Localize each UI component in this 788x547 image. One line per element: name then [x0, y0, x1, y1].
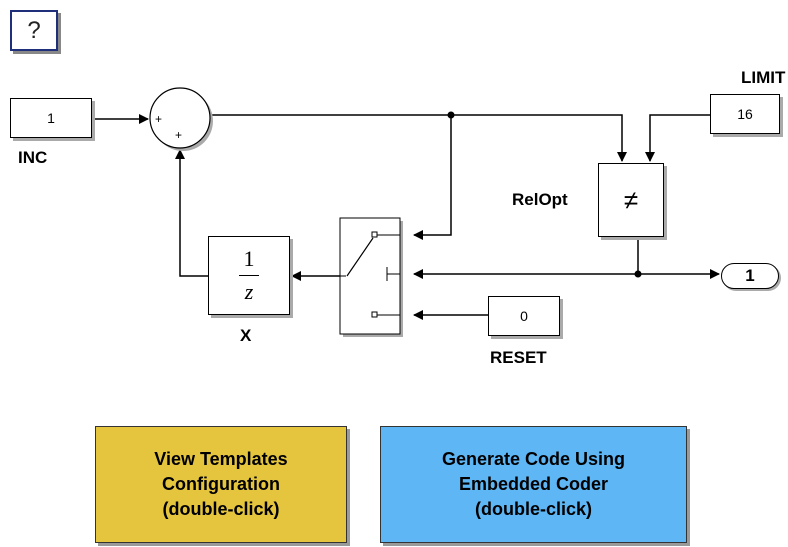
help-button[interactable]: ?	[10, 10, 58, 51]
view-templates-line3: (double-click)	[162, 499, 280, 519]
delay-denominator: z	[244, 279, 254, 304]
fraction-bar	[239, 275, 259, 276]
reset-label: RESET	[490, 348, 547, 367]
line-relop-to-outport	[637, 237, 720, 279]
branch-point-top	[447, 111, 455, 119]
delay-numerator: 1	[243, 246, 255, 271]
relop-label: RelOpt	[512, 190, 568, 209]
limit-label: LIMIT	[741, 68, 786, 87]
reset-constant-block[interactable]: 0	[488, 296, 560, 336]
limit-constant-block[interactable]: 16	[710, 94, 780, 134]
relational-operator-block[interactable]: ≠	[598, 163, 664, 237]
not-equal-symbol: ≠	[623, 184, 639, 215]
generate-code-area[interactable]: Generate Code Using Embedded Coder (doub…	[380, 426, 687, 543]
branch-point-bottom	[634, 270, 642, 278]
reset-value: 0	[520, 308, 528, 324]
delay-label: X	[240, 326, 252, 345]
inc-label: INC	[18, 148, 48, 167]
line-limit-to-relop	[645, 114, 710, 162]
outport-block[interactable]: 1	[721, 263, 779, 289]
view-templates-line2: Configuration	[162, 474, 280, 494]
limit-value: 16	[737, 106, 753, 122]
switch-block[interactable]	[339, 217, 403, 337]
line-feedback-to-switch	[413, 115, 452, 240]
switch-input3-contact	[371, 311, 378, 318]
sum-sign-bottom: +	[175, 128, 183, 142]
line-delay-to-sum	[175, 149, 208, 277]
unit-delay-block[interactable]: 1 z	[208, 236, 290, 315]
inc-constant-block[interactable]: 1	[10, 98, 92, 138]
switch-blade	[346, 237, 374, 277]
generate-code-line1: Generate Code Using	[441, 449, 626, 469]
view-templates-line1: View Templates	[154, 449, 288, 469]
generate-code-line3: (double-click)	[474, 499, 592, 519]
line-sum-to-relop	[211, 114, 627, 162]
view-templates-area[interactable]: View Templates Configuration (double-cli…	[95, 426, 347, 543]
view-templates-text: View Templates Configuration (double-cli…	[154, 447, 287, 522]
outport-number: 1	[745, 266, 755, 285]
generate-code-line2: Embedded Coder	[458, 474, 608, 494]
generate-code-text: Generate Code Using Embedded Coder (doub…	[442, 447, 625, 522]
sum-block[interactable]	[149, 87, 213, 151]
inc-value: 1	[47, 110, 55, 126]
sum-sign-left: +	[155, 112, 163, 126]
switch-input1-contact	[371, 231, 378, 238]
